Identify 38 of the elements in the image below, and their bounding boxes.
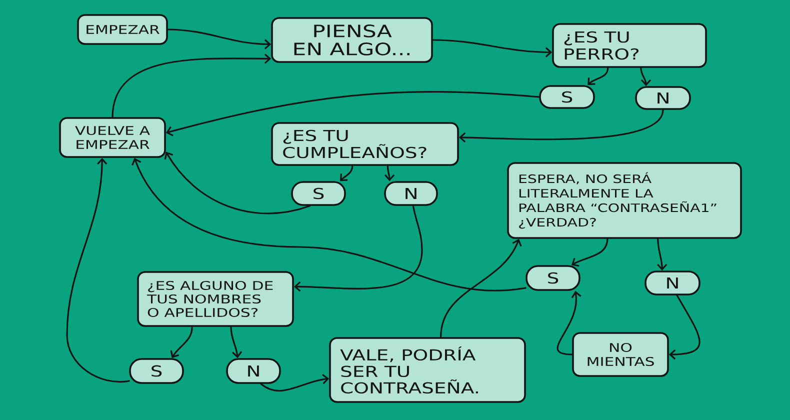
process-box: ¿ES TU PERRO? xyxy=(552,23,707,68)
arrow xyxy=(132,158,526,292)
process-box: VUELVE A EMPEZAR xyxy=(59,117,166,158)
choice-pill: S xyxy=(539,85,595,109)
choice-pill: S xyxy=(129,358,184,384)
arrow xyxy=(556,290,582,356)
choice-pill: N xyxy=(384,181,438,206)
arrow xyxy=(164,152,311,214)
arrow xyxy=(167,28,272,50)
arrow xyxy=(384,165,395,182)
arrow xyxy=(340,165,354,182)
process-box: ESPERA, NO SERÁ LITERALMENTE LA PALABRA “CONTRASEÑA1” ¿VERDAD? xyxy=(507,162,742,239)
process-box: PIENSA EN ALGO... xyxy=(271,17,433,63)
process-box: EMPEZAR xyxy=(77,14,168,45)
arrow xyxy=(588,67,609,86)
choice-pill: N xyxy=(644,270,700,296)
choice-pill: N xyxy=(226,358,281,384)
arrow xyxy=(657,238,668,271)
choice-pill: S xyxy=(291,181,346,206)
choice-pill: N xyxy=(635,86,691,110)
arrow xyxy=(640,67,652,86)
arrow xyxy=(440,238,522,338)
arrow xyxy=(112,54,272,118)
arrow xyxy=(166,91,540,136)
arrow xyxy=(458,109,664,143)
arrow xyxy=(260,374,330,392)
arrow xyxy=(66,158,130,383)
process-box: ¿ES TU CUMPLEAÑOS? xyxy=(271,122,459,166)
process-box: NO MIENTAS xyxy=(572,332,669,377)
arrow xyxy=(230,326,242,358)
arrow xyxy=(571,238,608,267)
arrow xyxy=(294,205,423,292)
choice-pill: S xyxy=(526,265,580,291)
arrow xyxy=(668,294,700,360)
arrow xyxy=(432,39,552,58)
process-box: VALE, PODRÍA SER TU CONTRASEÑA. xyxy=(329,337,526,403)
process-box: ¿ES ALGUNO DE TUS NOMBRES O APELLIDOS? xyxy=(137,271,294,327)
arrow xyxy=(170,326,193,358)
